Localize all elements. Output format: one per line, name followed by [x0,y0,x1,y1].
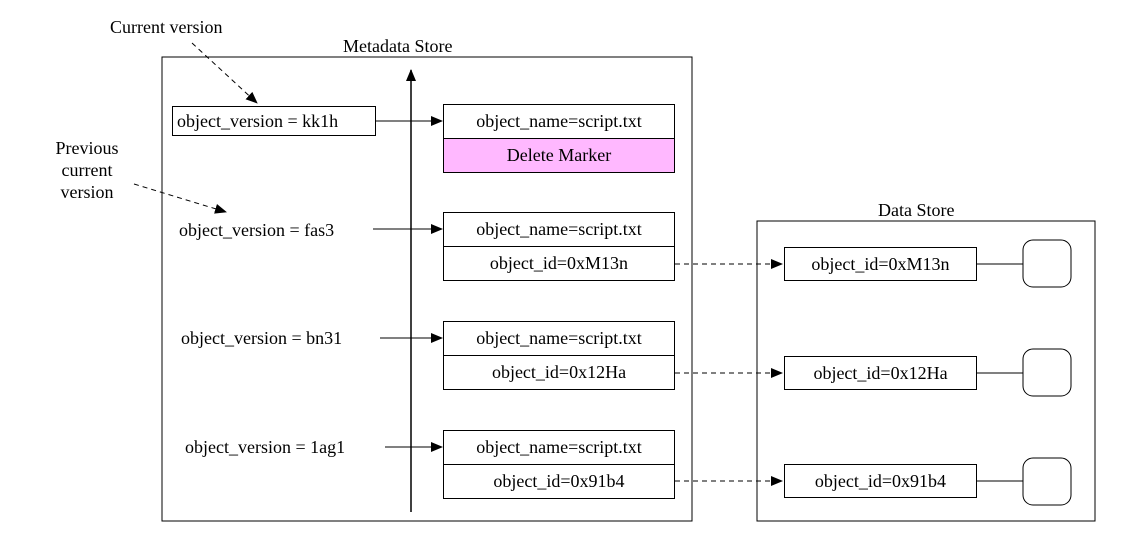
current-object-name-cell: object_name=script.txt [443,104,675,139]
object-name-cell: object_name=script.txt [443,321,675,356]
data-store-object-id: object_id=0x91b4 [784,464,977,498]
version-label-1ag1: object_version = 1ag1 [185,437,346,457]
previous-annotation-line-3: version [60,182,114,202]
data-store-object-id: object_id=0x12Ha [784,356,977,390]
previous-annotation-line-2: current [61,160,113,180]
current-version-pointer [191,42,258,104]
version-label-bn31: object_version = bn31 [181,328,343,348]
object-id-cell: object_id=0xM13n [443,246,675,281]
object-name-cell: object_name=script.txt [443,212,675,247]
previous-annotation-line-1: Previous [55,138,119,158]
version-label-fas3: object_version = fas3 [179,220,335,240]
current-version-box: object_version = kk1h [172,106,376,136]
current-version-annotation: Current version [110,17,223,37]
object-id-cell: object_id=0x91b4 [443,464,675,499]
data-blob-3 [1022,457,1072,506]
metadata-store-title: Metadata Store [343,36,453,56]
previous-version-pointer [133,183,227,214]
data-blob-1 [1022,239,1072,288]
data-store-container [756,220,1096,522]
metadata-store-container [161,56,693,522]
object-id-cell: object_id=0x12Ha [443,355,675,390]
data-store-object-id: object_id=0xM13n [784,247,977,281]
data-store-title: Data Store [878,200,955,220]
data-blob-2 [1022,348,1072,397]
delete-marker-cell: Delete Marker [443,138,675,173]
object-name-cell: object_name=script.txt [443,430,675,465]
previous-current-version-annotation: Previous current version [40,137,134,203]
